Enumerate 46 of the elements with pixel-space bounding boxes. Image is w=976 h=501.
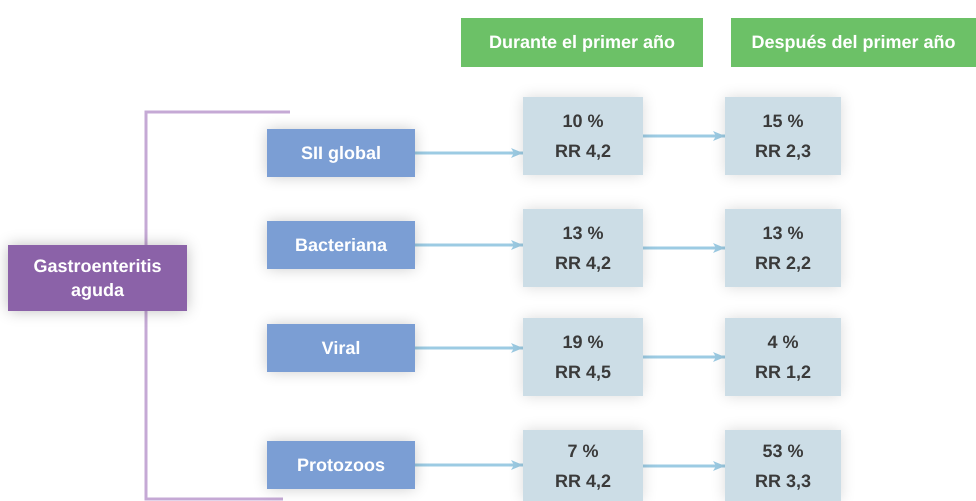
value-box: [523, 97, 643, 175]
box-text: RR 3,3: [754, 470, 812, 492]
arrow: [643, 461, 725, 471]
box-text: 15 %: [762, 110, 804, 132]
box-text: Viral: [322, 336, 360, 360]
value-box: [523, 209, 643, 287]
box-text: Bacteriana: [294, 234, 388, 256]
box-text: RR 4,2: [554, 252, 612, 274]
value-box: [725, 430, 841, 501]
box-text: RR 2,2: [754, 252, 812, 274]
box-text: Protozoos: [297, 454, 385, 476]
box-text: Durante el primer año: [488, 31, 676, 54]
box-text: RR 1,2: [754, 361, 812, 383]
value-box: [523, 318, 643, 396]
box-text: Gastroenteritis aguda: [32, 255, 163, 302]
box-text: Después del primer año: [751, 31, 956, 54]
box-text: 13 %: [762, 222, 804, 244]
arrow: [643, 131, 725, 141]
arrow: [415, 343, 523, 353]
value-box: [523, 430, 643, 501]
category-box: [267, 129, 415, 177]
box-text: 19 %: [562, 331, 604, 353]
arrow: [643, 352, 725, 362]
box-text: SII global: [300, 142, 381, 165]
value-box: [725, 209, 841, 287]
value-box: [725, 97, 841, 175]
box-text: 7 %: [567, 440, 599, 462]
header-box: [731, 18, 976, 67]
box-text: 13 %: [562, 222, 604, 244]
box-text: 53 %: [762, 440, 804, 462]
box-text: 4 %: [767, 331, 799, 353]
category-box: [267, 441, 415, 489]
header-box: [461, 18, 703, 67]
box-text: RR 2,3: [754, 140, 812, 162]
value-box: [725, 318, 841, 396]
box-text: RR 4,2: [554, 140, 612, 162]
root-box: [8, 245, 187, 311]
category-box: [267, 324, 415, 372]
box-text: 10 %: [562, 110, 604, 132]
arrow: [643, 243, 725, 253]
category-box: [267, 221, 415, 269]
box-text: RR 4,5: [554, 361, 612, 383]
arrow: [415, 240, 523, 250]
arrow: [415, 460, 523, 470]
arrow: [415, 148, 523, 158]
box-text: RR 4,2: [554, 470, 612, 492]
